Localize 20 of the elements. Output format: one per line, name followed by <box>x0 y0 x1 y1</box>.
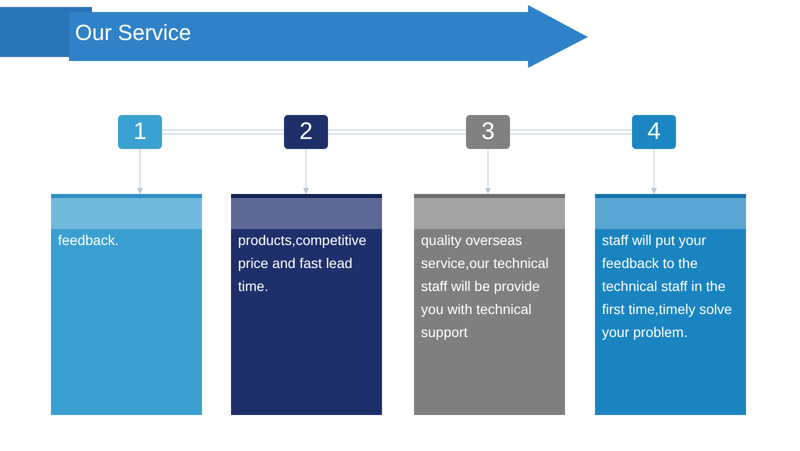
arrow <box>485 148 491 194</box>
step-number-box: 3 <box>466 115 510 149</box>
service-card <box>231 194 382 415</box>
arrow <box>303 148 309 194</box>
service-card <box>414 194 565 415</box>
title: Our Service <box>75 20 192 46</box>
service-card <box>595 194 746 415</box>
card-text: quality overseas service,our technical staff will be provide you with technical support <box>421 231 550 342</box>
connector-line <box>510 130 632 134</box>
connector-line <box>328 130 466 134</box>
step-number-box: 2 <box>284 115 328 149</box>
connector-line <box>162 130 284 134</box>
step-number-box: 4 <box>632 115 676 149</box>
service-card <box>51 194 202 415</box>
step-number-box: 1 <box>118 115 162 149</box>
arrow <box>137 148 143 194</box>
arrow <box>651 148 657 194</box>
card-text: products,competitive price and fast lead time. <box>238 231 368 296</box>
card-text: staff will put your feedback to the technical staff in the first time,timely solve your problem. <box>602 231 733 342</box>
card-text: feedback. <box>58 231 120 250</box>
